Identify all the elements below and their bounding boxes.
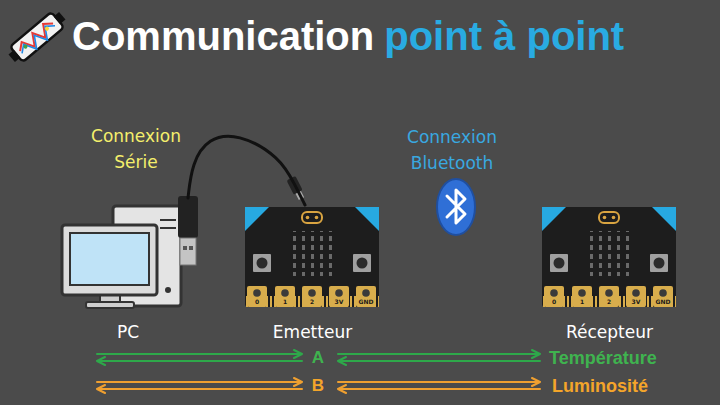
device-label: Récepteur: [566, 321, 653, 343]
pc-illustration: [62, 206, 181, 308]
pin-label: 2: [607, 298, 611, 306]
device-node: PC: [58, 198, 198, 343]
pin-label: 1: [580, 298, 584, 306]
microbit-board: [542, 207, 676, 307]
pin-label: 3V: [335, 298, 344, 306]
flow-name: Température: [549, 347, 657, 369]
usb-plug: [178, 196, 198, 265]
title-accent: point à point: [384, 12, 624, 60]
pin-label: 1: [283, 298, 287, 306]
device-label: Emetteur: [273, 321, 352, 343]
device-label: PC: [117, 321, 139, 343]
link-caption: Connexion Série: [80, 123, 192, 175]
pin-label: GND: [359, 298, 374, 306]
pin-label: 3V: [632, 298, 641, 306]
device-node: Récepteur: [537, 205, 682, 343]
flow-letter: A: [312, 348, 324, 368]
usb-cable: [188, 136, 305, 205]
pin-label: 2: [310, 298, 314, 306]
microbit-board: [245, 207, 379, 307]
flow-name: Luminosité: [552, 375, 648, 397]
pin-label: 0: [255, 298, 259, 306]
title-icon: [5, 8, 68, 66]
bluetooth-icon: [437, 179, 475, 235]
pin-label: 0: [552, 298, 556, 306]
link-caption: Connexion Bluetooth: [396, 124, 508, 176]
device-node: Emetteur: [240, 205, 385, 343]
page-title: Communication: [72, 12, 374, 60]
pin-label: GND: [656, 298, 671, 306]
flow-letter: B: [312, 376, 324, 396]
